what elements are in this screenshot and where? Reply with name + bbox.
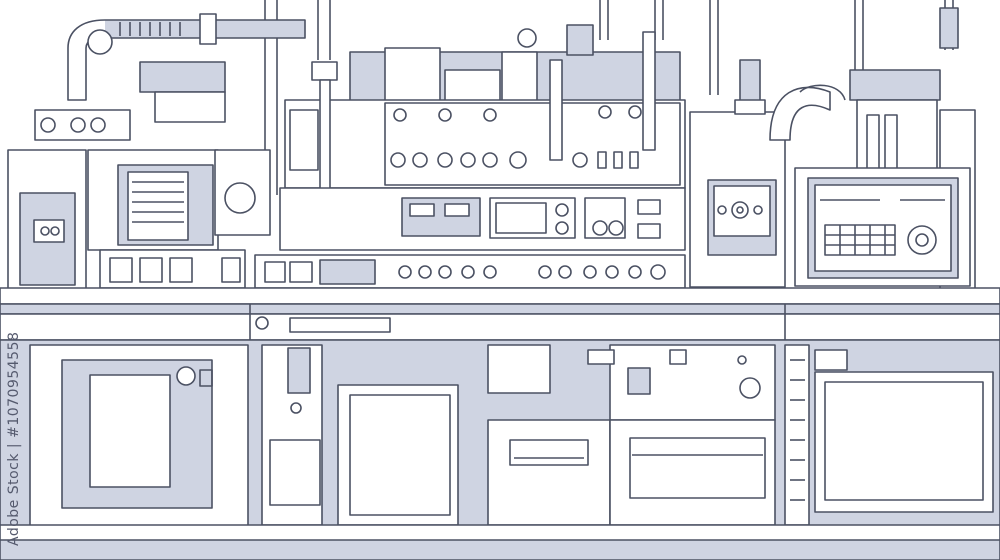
counter-top	[0, 287, 1000, 341]
left-apparatus	[7, 61, 308, 291]
central-console	[254, 24, 686, 289]
stock-watermark-text: Adobe Stock | #1070954558	[6, 331, 22, 546]
lower-cabinets	[0, 339, 1000, 560]
overhead-pipe	[67, 13, 306, 101]
right-apparatus	[689, 59, 976, 291]
